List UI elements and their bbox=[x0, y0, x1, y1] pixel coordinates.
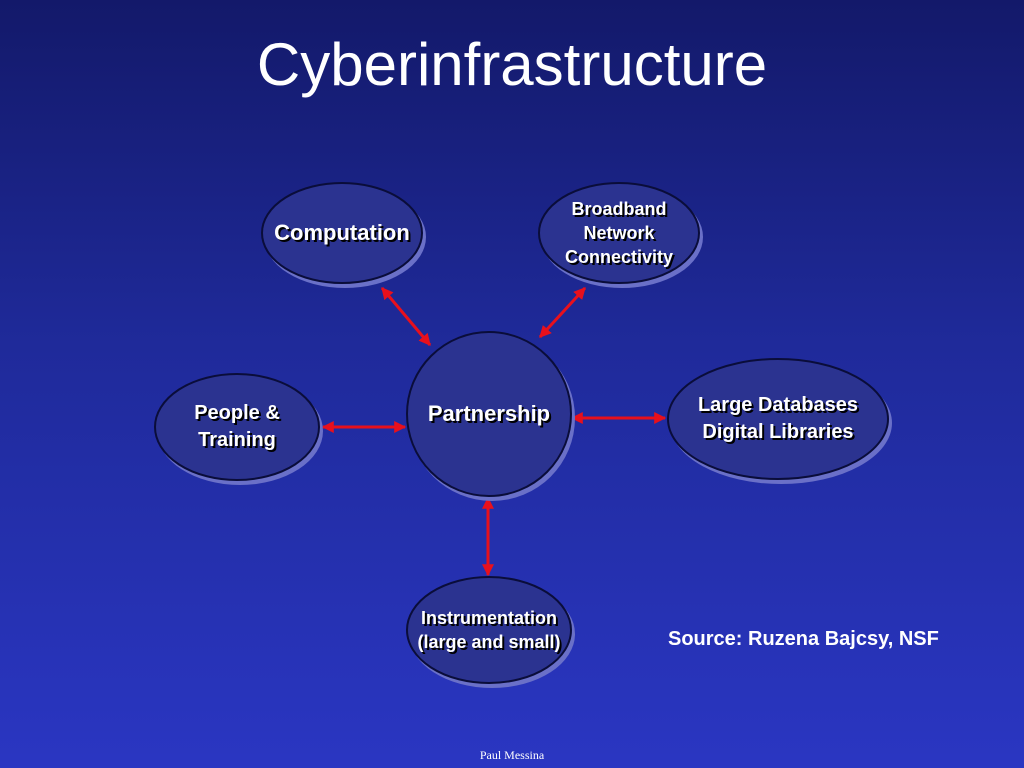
node-people bbox=[154, 373, 320, 481]
node-label-people: People & Training bbox=[194, 402, 280, 451]
node-label-instrumentation: Instrumentation (large and small) bbox=[417, 608, 561, 652]
node-label-partnership: Partnership bbox=[427, 401, 551, 426]
link-computation bbox=[380, 287, 432, 346]
node-partnership bbox=[406, 331, 572, 497]
node-instrumentation bbox=[406, 576, 572, 684]
link-broadband bbox=[538, 286, 587, 339]
node-databases bbox=[667, 358, 889, 480]
source-citation: Source: Ruzena Bajcsy, NSF bbox=[668, 628, 939, 650]
footer-author: Paul Messina bbox=[479, 748, 545, 762]
node-label-databases: Large Databases Digital Libraries bbox=[697, 394, 859, 443]
node-label-broadband: Broadband Network Connectivity bbox=[564, 199, 674, 267]
slide-title: Cyberinfrastructure bbox=[256, 31, 768, 98]
node-label-computation: Computation bbox=[274, 220, 410, 245]
node-computation bbox=[261, 182, 423, 284]
node-broadband bbox=[538, 182, 700, 284]
